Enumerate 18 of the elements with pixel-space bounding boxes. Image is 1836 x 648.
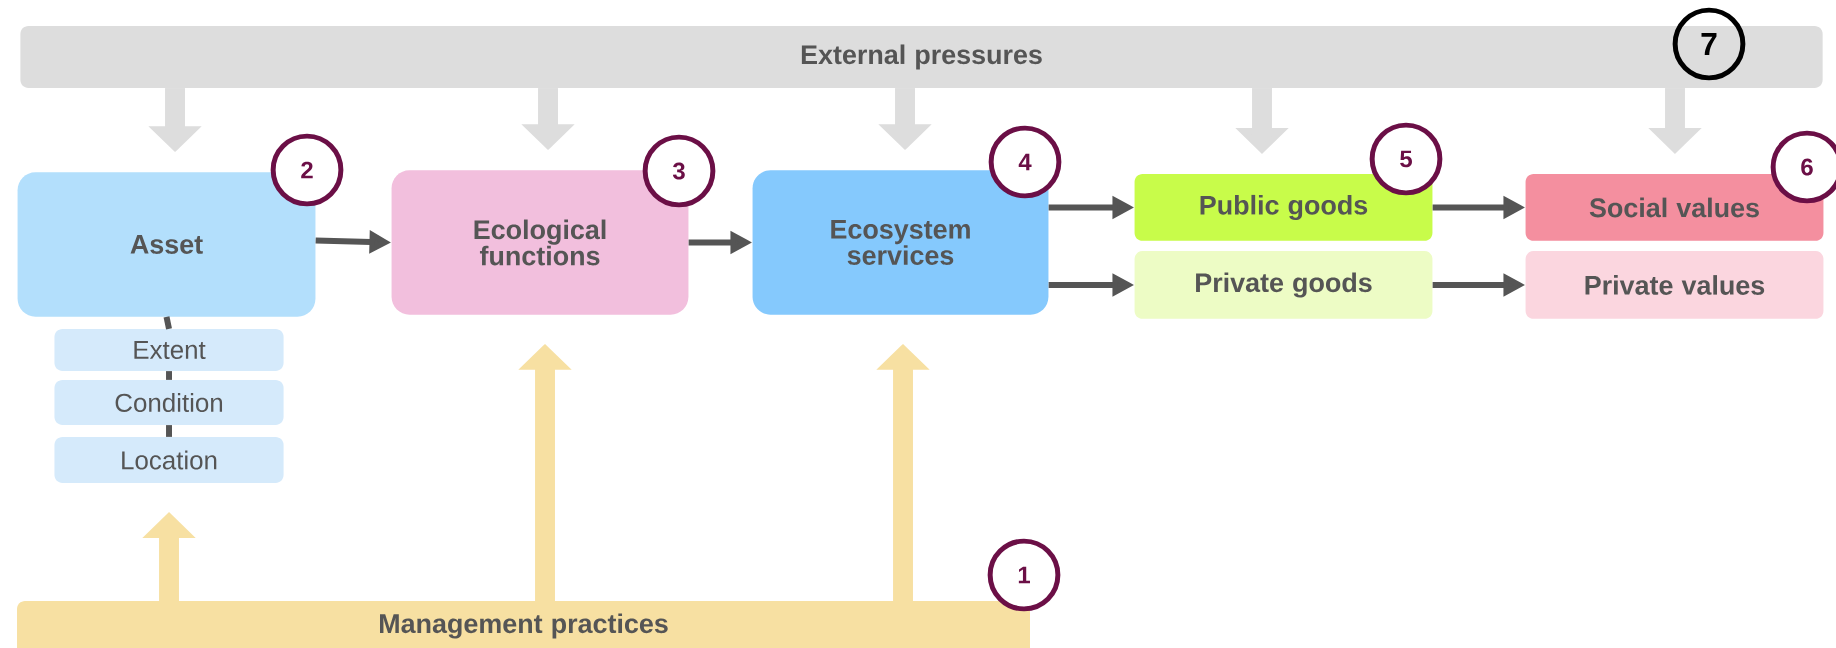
process-box: Ecosystem services	[752, 170, 1049, 315]
process-box: Private values	[1525, 251, 1824, 319]
process-box: Public goods	[1134, 174, 1433, 241]
callout-number: 7	[1672, 7, 1746, 81]
callout-number: 1	[987, 538, 1061, 612]
connector-line	[166, 425, 172, 437]
process-box: Private goods	[1134, 251, 1433, 319]
practice-bar: Management practices	[17, 601, 1030, 648]
callout-number: 3	[642, 134, 716, 208]
callout-number: 6	[1770, 130, 1836, 204]
attribute-box: Extent	[54, 329, 284, 371]
callout-number: 4	[988, 125, 1062, 199]
attribute-box: Condition	[54, 380, 284, 425]
callout-number: 5	[1369, 122, 1443, 196]
connector-line	[166, 371, 172, 380]
callout-number: 2	[270, 133, 344, 207]
attribute-box: Location	[54, 437, 284, 483]
connector-line	[163, 316, 172, 330]
